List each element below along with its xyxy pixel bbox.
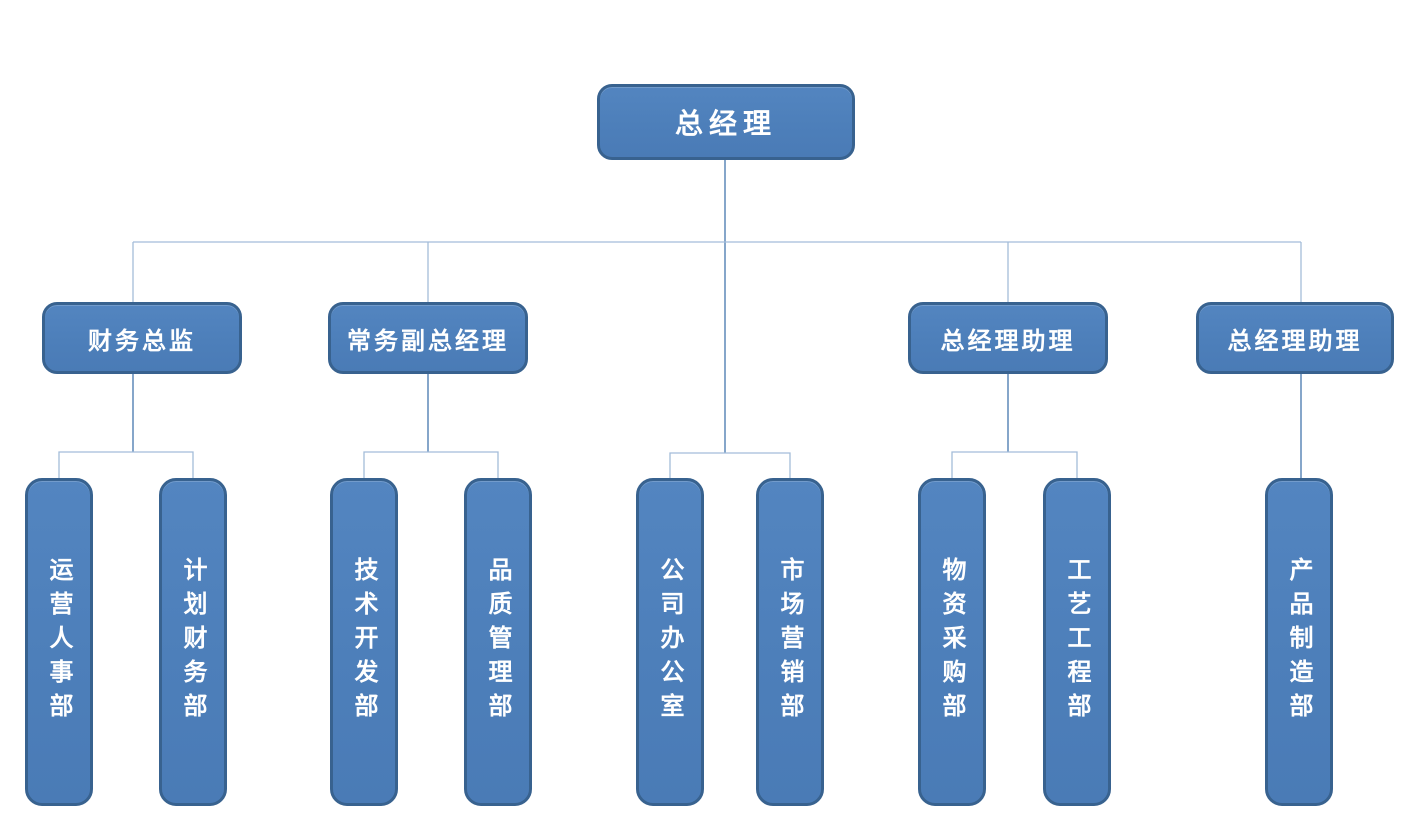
node-dept-tech-development[interactable]: 技术开发部 — [330, 478, 398, 806]
connector-deputy-gm-children — [363, 451, 499, 478]
node-label: 计划财务部 — [179, 557, 208, 727]
connector-assistant-left-children — [951, 451, 1078, 478]
node-dept-planning-finance[interactable]: 计划财务部 — [159, 478, 227, 806]
node-label: 财务总监 — [88, 325, 196, 355]
node-label: 总经理 — [674, 107, 777, 140]
node-dept-quality-management[interactable]: 品质管理部 — [464, 478, 532, 806]
node-finance-director[interactable]: 财务总监 — [42, 302, 242, 374]
node-label: 市场营销部 — [776, 557, 805, 727]
node-dept-product-manufacturing[interactable]: 产品制造部 — [1265, 478, 1333, 806]
node-label: 常务副总经理 — [347, 325, 509, 355]
node-dept-company-office[interactable]: 公司办公室 — [636, 478, 704, 806]
node-label: 品质管理部 — [484, 557, 513, 727]
node-label: 总经理助理 — [940, 325, 1076, 355]
connector-finance-director-children — [58, 451, 194, 478]
node-label: 公司办公室 — [656, 557, 685, 727]
node-dept-process-engineering[interactable]: 工艺工程部 — [1043, 478, 1111, 806]
node-label: 运营人事部 — [45, 557, 74, 727]
node-dept-material-procurement[interactable]: 物资采购部 — [918, 478, 986, 806]
connector-gm-office-children — [669, 452, 791, 478]
node-label: 工艺工程部 — [1063, 557, 1092, 727]
node-gm-assistant-left[interactable]: 总经理助理 — [908, 302, 1108, 374]
node-executive-deputy-gm[interactable]: 常务副总经理 — [328, 302, 528, 374]
node-general-manager[interactable]: 总经理 — [597, 84, 855, 160]
node-gm-assistant-right[interactable]: 总经理助理 — [1196, 302, 1394, 374]
node-label: 产品制造部 — [1285, 557, 1314, 727]
node-dept-operations-hr[interactable]: 运营人事部 — [25, 478, 93, 806]
node-dept-marketing[interactable]: 市场营销部 — [756, 478, 824, 806]
node-label: 技术开发部 — [350, 557, 379, 727]
node-label: 总经理助理 — [1227, 325, 1363, 355]
node-label: 物资采购部 — [938, 557, 967, 727]
